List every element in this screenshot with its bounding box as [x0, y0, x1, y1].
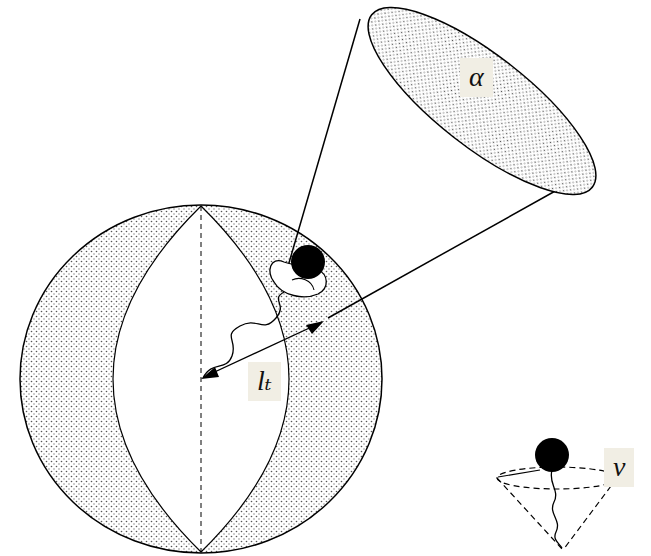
arrowhead	[201, 367, 219, 379]
small-cone-edge	[563, 478, 617, 550]
sphere-interior	[113, 206, 289, 552]
particle-dot	[291, 245, 325, 279]
symbol-label: v	[604, 448, 634, 487]
particle-dot	[535, 438, 569, 472]
cone-edge	[284, 19, 360, 280]
arrowhead	[306, 321, 324, 334]
particle-outline	[292, 278, 314, 290]
small-cone-edge	[498, 470, 540, 477]
symbol-label: α	[460, 58, 493, 97]
sphere-shell	[20, 205, 382, 553]
symbol-label: lₜ	[248, 362, 281, 401]
cone-edge	[328, 185, 566, 318]
wavy-path	[551, 470, 562, 548]
cone-base	[343, 0, 620, 223]
